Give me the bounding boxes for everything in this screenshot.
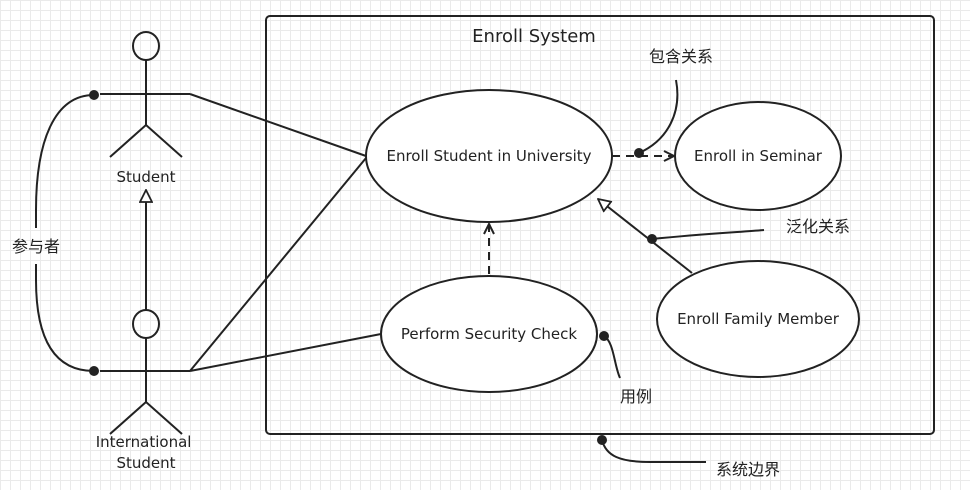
use-case-annotation-dot	[599, 331, 609, 341]
association-student-enroll-university	[189, 93, 367, 157]
actor-student-label: Student	[116, 168, 175, 186]
include-annotation-curve	[638, 79, 679, 154]
use-case-enroll-seminar-label: Enroll in Seminar	[694, 147, 823, 165]
generalization-arrow	[598, 199, 693, 274]
system-boundary	[265, 15, 935, 435]
association-international-security-check	[189, 333, 382, 372]
actor-annotation-curve	[35, 94, 95, 228]
generalization-annotation-dot	[647, 234, 657, 244]
actor-annotation-label: 参与者	[12, 237, 60, 256]
use-case-enroll-university-label: Enroll Student in University	[386, 147, 591, 165]
use-case-family-member[interactable]: Enroll Family Member	[656, 260, 860, 378]
generalization-annotation-label: 泛化关系	[786, 217, 850, 236]
actor-international-label: International Student	[96, 433, 197, 472]
association-international-enroll-university	[189, 157, 367, 372]
actor-annotation-dot-bottom	[89, 366, 99, 376]
actor-international-label-line2: Student	[116, 454, 175, 472]
include-annotation-dot	[634, 148, 644, 158]
system-boundary-annotation-dot	[597, 435, 607, 445]
actor-international-label-line1: International	[96, 433, 192, 451]
system-title: Enroll System	[472, 26, 596, 47]
use-case-family-member-label: Enroll Family Member	[677, 310, 840, 328]
use-case-enroll-university[interactable]: Enroll Student in University	[365, 89, 613, 223]
generalization-annotation-curve	[651, 229, 765, 240]
actor-international-student[interactable]	[100, 309, 190, 435]
use-case-security-check[interactable]: Perform Security Check	[380, 275, 598, 393]
actor-student[interactable]	[100, 31, 190, 158]
system-boundary-annotation-label: 系统边界	[716, 460, 780, 479]
use-case-security-check-label: Perform Security Check	[401, 325, 577, 343]
actor-annotation-dot-top	[89, 90, 99, 100]
actor-annotation-curve-lower	[35, 264, 95, 372]
use-case-annotation-curve	[603, 335, 621, 379]
use-case-annotation-label: 用例	[620, 387, 652, 406]
use-case-enroll-seminar[interactable]: Enroll in Seminar	[674, 101, 842, 211]
include-annotation-label: 包含关系	[649, 47, 713, 66]
system-boundary-annotation-curve	[601, 439, 706, 463]
